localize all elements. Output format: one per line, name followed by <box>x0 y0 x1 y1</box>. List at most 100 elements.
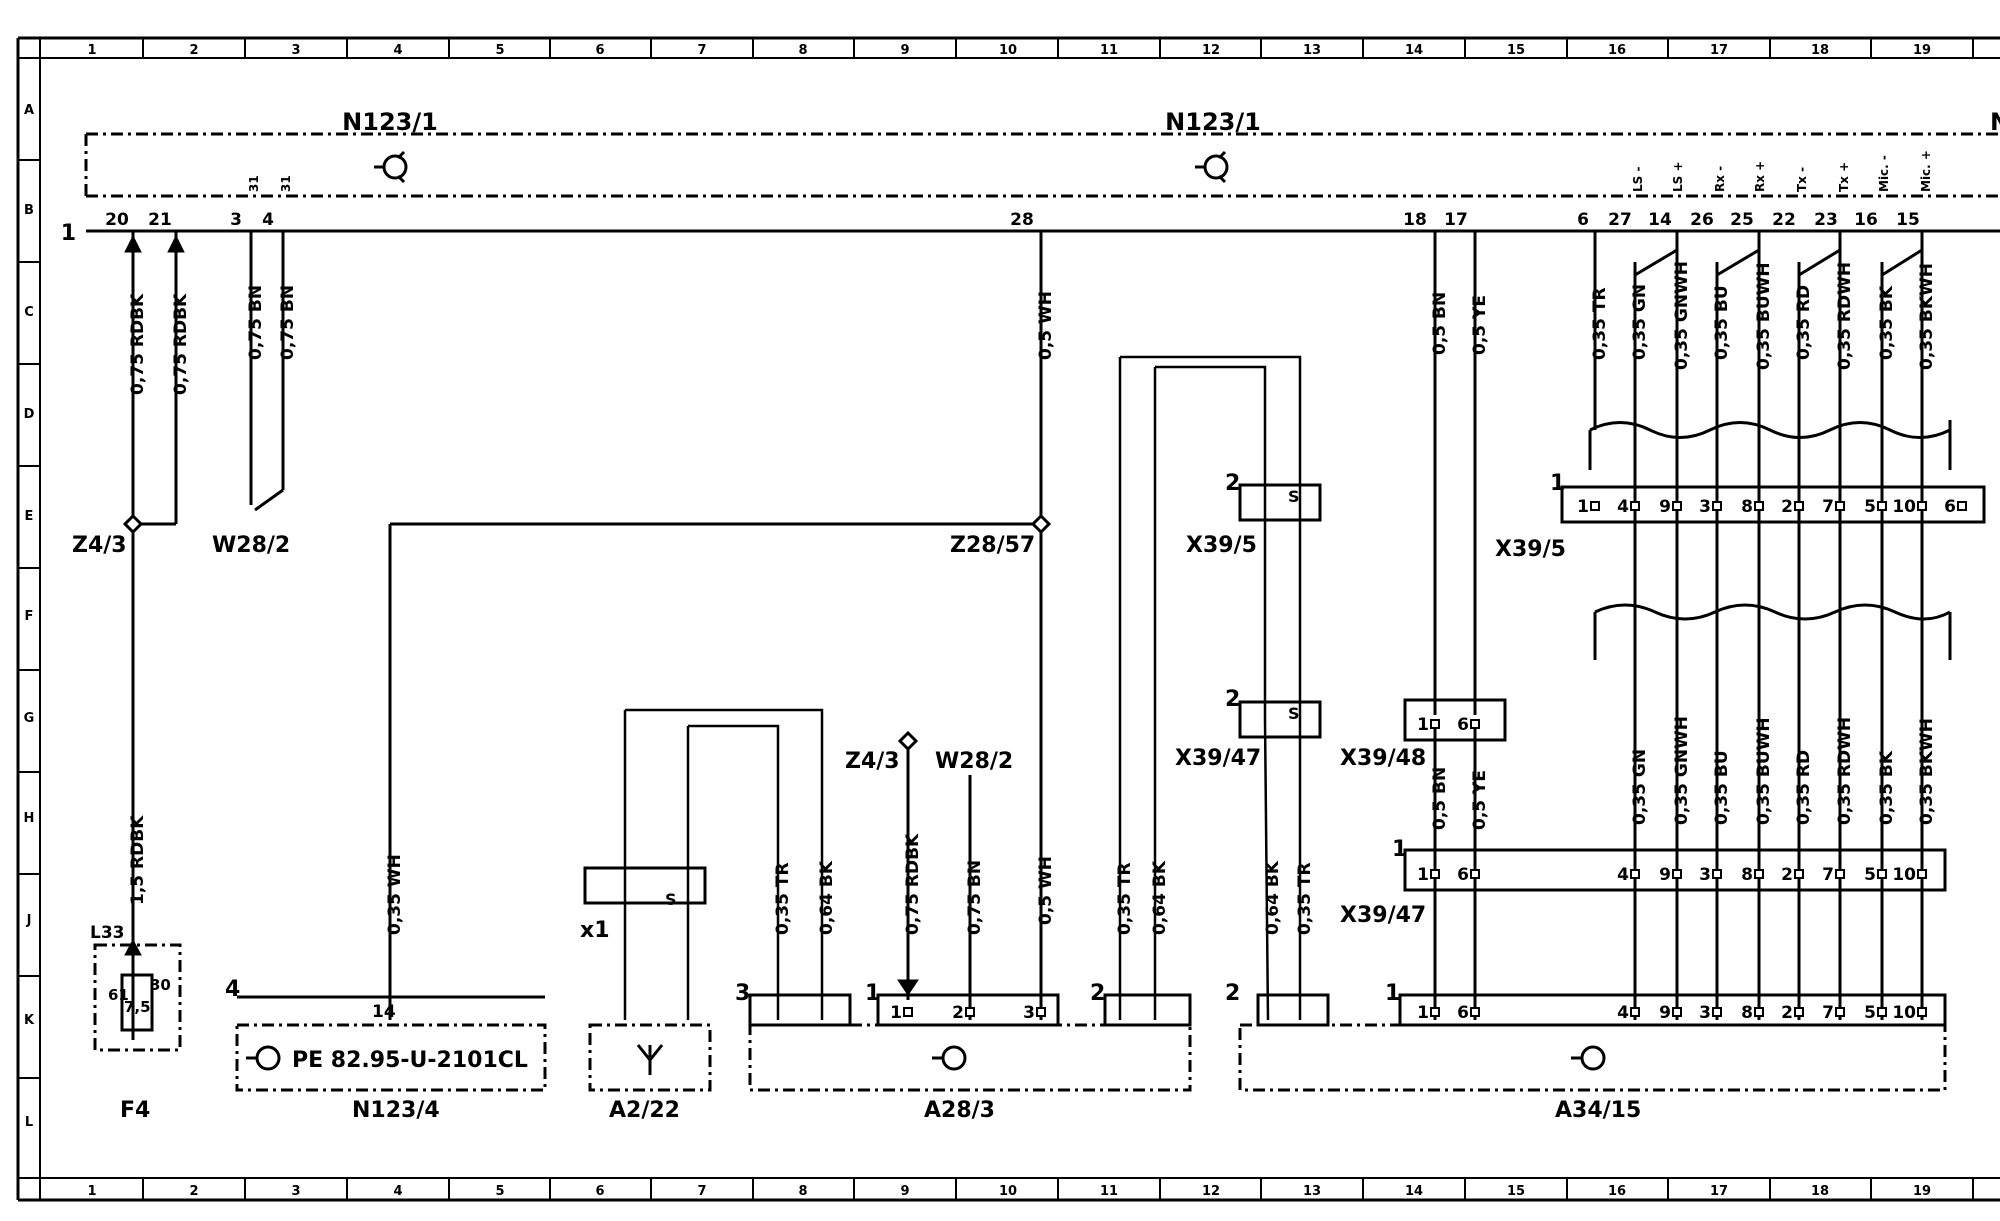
x39-47-pin <box>1630 869 1640 879</box>
wire-label: 0,35 GNWH <box>1672 261 1692 370</box>
label-a28-3-group-1: 1 <box>865 981 880 1006</box>
x39-47-pin <box>1712 869 1722 879</box>
wire-label: 0,64 BK <box>817 860 837 935</box>
a34-15-pin <box>1712 1007 1722 1017</box>
row-label: D <box>24 407 35 422</box>
top-pin-labels: 20 21 3 4 28 18 17 6 27 14 26 25 22 23 1… <box>105 150 1933 230</box>
splice-z28-57 <box>1030 513 1052 535</box>
wire-label: 0,35 BUWH <box>1754 717 1774 825</box>
x39-5-pin-label: 7 <box>1822 497 1834 517</box>
row-label: H <box>24 811 35 826</box>
pin-label: 14 <box>372 1002 396 1022</box>
wire-label: 0,35 GN <box>1630 284 1650 360</box>
label-z4-3-lower: Z4/3 <box>845 749 900 774</box>
col-label: 9 <box>900 1184 909 1199</box>
x39-5-pin <box>1794 501 1804 511</box>
x39-5-pin <box>1754 501 1764 511</box>
x39-5-pin <box>1630 501 1640 511</box>
wire-label: 0,75 RDBK <box>171 293 191 395</box>
pin-label: 27 <box>1608 210 1632 230</box>
wire-label: 0,35 RD <box>1794 750 1814 825</box>
a34-15-pin <box>1430 1007 1440 1017</box>
pin-label: 22 <box>1772 210 1796 230</box>
wire-label: 0,5 BN <box>1430 767 1450 830</box>
connector-x39-5: 1 <box>1550 420 1986 660</box>
pin-label: 14 <box>1648 210 1672 230</box>
col-label: 6 <box>595 1184 604 1199</box>
wire-label: 0,5 YE <box>1470 770 1490 830</box>
x39-48-pin-label: 1 <box>1417 715 1429 735</box>
pin-label: 18 <box>1403 210 1427 230</box>
row-label: F <box>25 609 34 624</box>
a34-15-pin <box>1917 1007 1927 1017</box>
a28-3-pin-label: 1 <box>890 1003 902 1023</box>
col-label: 12 <box>1202 1184 1220 1199</box>
x39-47-pin <box>1877 869 1887 879</box>
wire-label: 0,35 BK <box>1877 750 1897 825</box>
a34-15-pin-label: 3 <box>1699 1003 1711 1023</box>
x39-5-pin <box>1877 501 1887 511</box>
row-label: L <box>25 1115 33 1130</box>
label-w28-2-lower: W28/2 <box>935 749 1013 774</box>
col-label: 11 <box>1100 1184 1118 1199</box>
connector-x39-5-small: 2 2 S S <box>1225 471 1322 739</box>
shield-label: S <box>1288 704 1300 723</box>
x39-47-pin-label: 5 <box>1864 865 1876 885</box>
x39-5-pin-label: 8 <box>1741 497 1753 517</box>
x39-5-pin <box>1917 501 1927 511</box>
label-a28-3-group-2: 2 <box>1090 981 1105 1006</box>
label-x39-47-conn: 2 <box>1225 687 1240 712</box>
x39-47-pin <box>1835 869 1845 879</box>
pin-label: 25 <box>1730 210 1754 230</box>
wire-label: 0,75 BN <box>246 285 266 360</box>
label-module-pin-group: 1 <box>61 221 76 246</box>
wire-label: 0,35 TR <box>1590 287 1610 360</box>
label-x1: x1 <box>580 918 610 943</box>
control-unit-symbol <box>246 1045 281 1071</box>
x39-47-pin-label: 2 <box>1781 865 1793 885</box>
a28-3-pin <box>965 1007 975 1017</box>
signal-label: Tx + <box>1837 162 1851 192</box>
module-n123-4: 4 14 PE 82.95-U-2101CL <box>225 977 547 1092</box>
label-a34-15-group-1: 1 <box>1385 981 1400 1006</box>
label-a28-3: A28/3 <box>924 1098 995 1123</box>
shield-label: S <box>1288 487 1300 506</box>
row-label: K <box>24 1013 35 1028</box>
module-a2-22 <box>588 1023 712 1092</box>
label-a2-22: A2/22 <box>609 1098 680 1123</box>
signal-label: Rx - <box>1713 166 1727 192</box>
x39-5-pin-label: 4 <box>1617 497 1629 517</box>
x39-5-pin <box>1957 501 1967 511</box>
splice-points <box>122 513 1052 752</box>
x39-5-pin <box>1590 501 1600 511</box>
pin-label: 28 <box>1010 210 1034 230</box>
wire-label: 0,35 WH <box>385 854 405 935</box>
pin-label: 6 <box>1577 210 1589 230</box>
wire-label: 0,75 RDBK <box>128 293 148 395</box>
wire-label: 0,64 BK <box>1263 860 1283 935</box>
label-x39-48: X39/48 <box>1340 746 1426 771</box>
pin-function-label: 31 <box>247 175 261 192</box>
connector-x1: S <box>583 866 707 909</box>
splice-z4-3 <box>122 513 144 535</box>
label-x39-47-pin-group: 1 <box>1392 837 1407 862</box>
x39-5-pin-label: 1 <box>1577 497 1589 517</box>
wire-label: 0,35 RDWH <box>1835 717 1855 825</box>
col-label: 9 <box>900 43 909 58</box>
x39-5-pin-label: 10 <box>1892 497 1916 517</box>
label-w28-2: W28/2 <box>212 533 290 558</box>
signal-label: Mic. + <box>1919 150 1933 192</box>
label-z4-3: Z4/3 <box>72 533 127 558</box>
wire-label: 0,35 TR <box>1115 862 1135 935</box>
x39-47-pin-label: 10 <box>1892 865 1916 885</box>
col-label: 5 <box>495 43 504 58</box>
a28-3-pin <box>903 1007 913 1017</box>
row-label: J <box>26 913 32 928</box>
label-f4: F4 <box>120 1098 150 1123</box>
wire-label: 0,5 BN <box>1430 292 1450 355</box>
col-label: 6 <box>595 43 604 58</box>
